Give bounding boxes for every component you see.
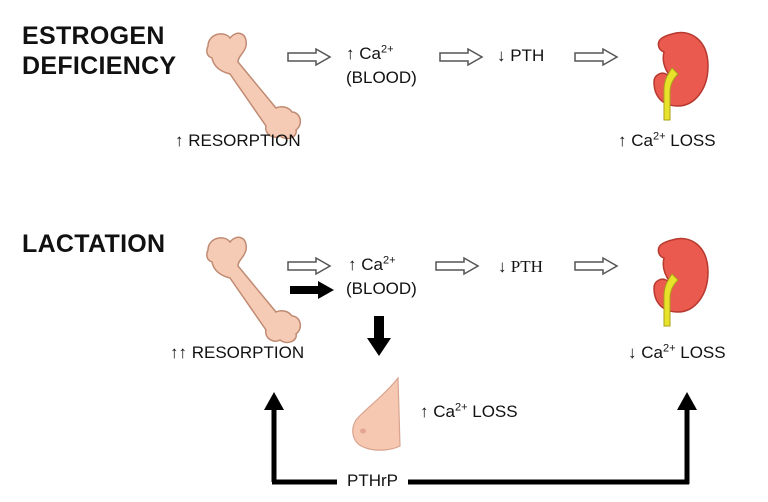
heading-lactation: LACTATION bbox=[22, 230, 166, 258]
pth-label-top: ↓ PTH bbox=[497, 46, 545, 65]
breast-nipple bbox=[360, 428, 366, 434]
pth-label-bottom: ↓ PTH bbox=[498, 257, 543, 276]
calcium-loss-label-top: ↑ Ca2+ LOSS bbox=[618, 130, 716, 150]
ureter-bottom bbox=[663, 273, 679, 327]
hollow-arrow-bottom-1 bbox=[287, 257, 331, 275]
hollow-arrow-top-3 bbox=[574, 48, 618, 66]
ureter-top bbox=[663, 67, 679, 121]
kidney-icon-top bbox=[653, 31, 709, 121]
pthrp-arrowhead-right bbox=[677, 392, 697, 410]
hollow-arrow-top-1 bbox=[287, 48, 331, 66]
breast-icon bbox=[352, 376, 401, 451]
breast-calcium-loss-label: ↑ Ca2+ LOSS bbox=[420, 401, 518, 421]
pthrp-label: PTHrP bbox=[337, 471, 408, 491]
resorption-label-bottom: ↑↑ RESORPTION bbox=[170, 343, 305, 362]
solid-arrow-bone-to-blood bbox=[290, 281, 334, 299]
solid-arrow-blood-to-breast bbox=[367, 316, 391, 356]
bone-icon-top bbox=[206, 32, 302, 140]
hollow-arrow-bottom-3 bbox=[574, 257, 618, 275]
hollow-arrow-bottom-2 bbox=[435, 257, 479, 275]
bone-icon-bottom bbox=[206, 236, 302, 344]
heading-estrogen: ESTROGEN bbox=[22, 22, 165, 50]
hollow-arrow-top-2 bbox=[439, 48, 483, 66]
blood-calcium-label-bottom: ↑ Ca2+ bbox=[348, 254, 396, 274]
blood-calcium-label-top: ↑ Ca2+ bbox=[346, 43, 394, 63]
resorption-label-top: ↑ RESORPTION bbox=[175, 131, 301, 150]
calcium-loss-label-bottom: ↓ Ca2+ LOSS bbox=[628, 342, 726, 362]
kidney-icon-bottom bbox=[653, 237, 709, 327]
pthrp-arrowhead-left bbox=[264, 392, 284, 410]
heading-deficiency: DEFICIENCY bbox=[22, 52, 177, 80]
blood-label-top: (BLOOD) bbox=[346, 68, 417, 87]
blood-label-bottom: (BLOOD) bbox=[346, 279, 417, 298]
